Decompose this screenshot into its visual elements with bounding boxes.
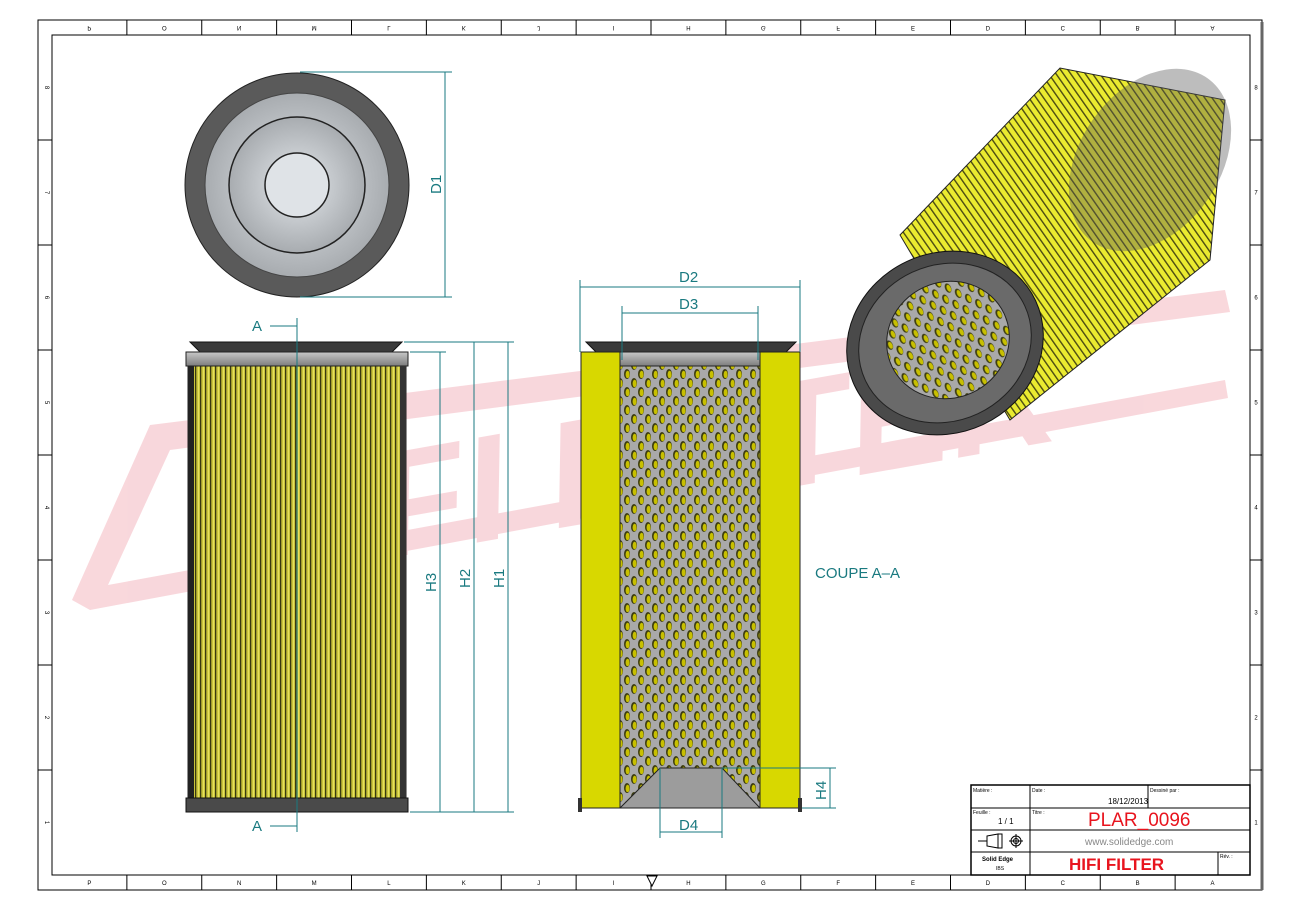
software-sub: IBS — [996, 866, 1005, 872]
material-label: Matière : — [973, 788, 992, 794]
zone-label-bottom: M — [312, 881, 317, 887]
zone-label-top: M — [312, 24, 317, 30]
zone-label-right: 2 — [1254, 716, 1258, 722]
isometric-view — [846, 67, 1232, 436]
website-text: www.solidedge.com — [1084, 837, 1173, 848]
title-label: Titre : — [1032, 810, 1045, 816]
zone-label-top: O — [162, 24, 167, 30]
h2-label: H2 — [457, 569, 474, 588]
zone-label-bottom: P — [87, 881, 91, 887]
zone-label-bottom: J — [537, 881, 540, 887]
zone-label-left: 3 — [43, 611, 49, 615]
top-view — [184, 72, 410, 298]
date-label: Date : — [1032, 788, 1045, 794]
zone-label-left: 6 — [43, 296, 49, 300]
zone-label-top: I — [613, 24, 615, 30]
zone-label-bottom: G — [761, 881, 766, 887]
zone-label-bottom: B — [1136, 881, 1140, 887]
company-name: HIFI FILTER — [1069, 855, 1164, 874]
dimension-heights: H1 H2 H3 — [404, 341, 514, 813]
zone-label-top: B — [1136, 24, 1140, 30]
zone-label-top: D — [986, 24, 991, 30]
zone-label-top: G — [761, 24, 766, 30]
zone-label-right: 7 — [1254, 191, 1258, 197]
zone-label-bottom: D — [986, 881, 991, 887]
h4-label: H4 — [813, 781, 830, 800]
zone-label-bottom: H — [686, 881, 690, 887]
zone-label-top: A — [1211, 24, 1215, 30]
revision-label: Rév. : — [1220, 854, 1233, 860]
h3-label: H3 — [423, 573, 440, 592]
zone-label-top: K — [462, 24, 466, 30]
zone-label-bottom: E — [911, 881, 915, 887]
zone-label-right: 4 — [1254, 506, 1258, 512]
zone-label-top: N — [237, 24, 241, 30]
zone-label-right: 8 — [1254, 86, 1258, 92]
zone-label-bottom: C — [1061, 881, 1066, 887]
date-value: 18/12/2013 — [1108, 797, 1149, 806]
zone-label-bottom: I — [613, 881, 615, 887]
section-marker-bottom: A — [252, 818, 262, 835]
sheet-value: 1 / 1 — [998, 817, 1014, 826]
section-view: COUPE A–A — [578, 341, 900, 812]
zone-label-top: J — [537, 24, 540, 30]
d3-label: D3 — [679, 296, 698, 313]
section-label: COUPE A–A — [815, 565, 900, 582]
zone-label-right: 1 — [1254, 821, 1258, 827]
zone-label-top: P — [87, 24, 91, 30]
title-block: Matière : Date : 18/12/2013 Dessiné par … — [970, 784, 1251, 876]
drawn-by-label: Dessiné par : — [1150, 788, 1179, 794]
h1-label: H1 — [491, 569, 508, 588]
zone-label-left: 5 — [43, 401, 49, 405]
zone-label-top: C — [1061, 24, 1066, 30]
zone-label-right: 5 — [1254, 401, 1258, 407]
dimension-diameters: D2 D3 D4 H4 — [579, 269, 836, 838]
zone-label-right: 3 — [1254, 611, 1258, 617]
zone-label-top: F — [836, 24, 840, 30]
zone-label-bottom: L — [387, 881, 391, 887]
section-marker-top: A — [252, 318, 262, 335]
zone-label-top: L — [387, 24, 391, 30]
center-mark-icon — [646, 875, 658, 888]
zone-label-bottom: A — [1211, 881, 1215, 887]
drawing-number: PLAR_0096 — [1088, 810, 1190, 831]
zone-label-left: 1 — [43, 821, 49, 825]
d1-label: D1 — [428, 175, 445, 194]
zone-label-top: H — [686, 24, 690, 30]
zone-label-bottom: F — [836, 881, 840, 887]
zone-label-bottom: K — [462, 881, 466, 887]
zone-label-bottom: N — [237, 881, 241, 887]
zone-label-bottom: O — [162, 881, 167, 887]
sheet-label: Feuille : — [973, 810, 991, 816]
border-zones: P P O O N N M M L L K K J J I I H H G G F F E E D D C C B B A A 8 8 7 7 6 6 5 5… — [38, 20, 1262, 890]
front-view: A A — [185, 318, 409, 835]
zone-label-left: 7 — [43, 191, 49, 195]
zone-label-left: 2 — [43, 716, 49, 720]
zone-label-left: 4 — [43, 506, 49, 510]
software-name: Solid Edge — [982, 857, 1014, 863]
dimension-d1: D1 — [300, 71, 452, 298]
projection-symbol-icon — [978, 833, 1023, 849]
zone-label-left: 8 — [43, 86, 49, 90]
d2-label: D2 — [679, 269, 698, 286]
zone-label-right: 6 — [1254, 296, 1258, 302]
d4-label: D4 — [679, 817, 698, 834]
zone-label-top: E — [911, 24, 915, 30]
